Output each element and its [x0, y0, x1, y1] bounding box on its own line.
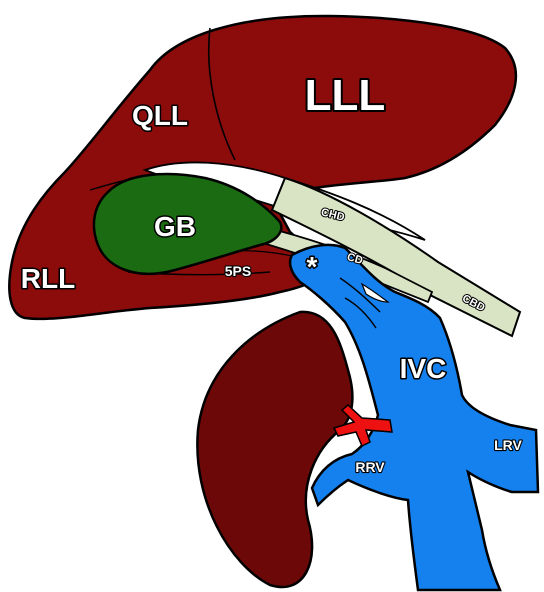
- label-ivc: IVC: [400, 353, 447, 384]
- label-lrv: LRV: [494, 437, 522, 453]
- label-lll: LLL: [305, 71, 386, 120]
- label-gb: GB: [154, 211, 196, 242]
- label-rrv: RRV: [355, 459, 385, 475]
- label-asterisk: *: [307, 251, 318, 282]
- right-kidney: [197, 312, 352, 587]
- label-qll: QLL: [132, 100, 188, 131]
- label-5ps: 5PS: [225, 263, 251, 279]
- label-rll: RLL: [21, 263, 75, 294]
